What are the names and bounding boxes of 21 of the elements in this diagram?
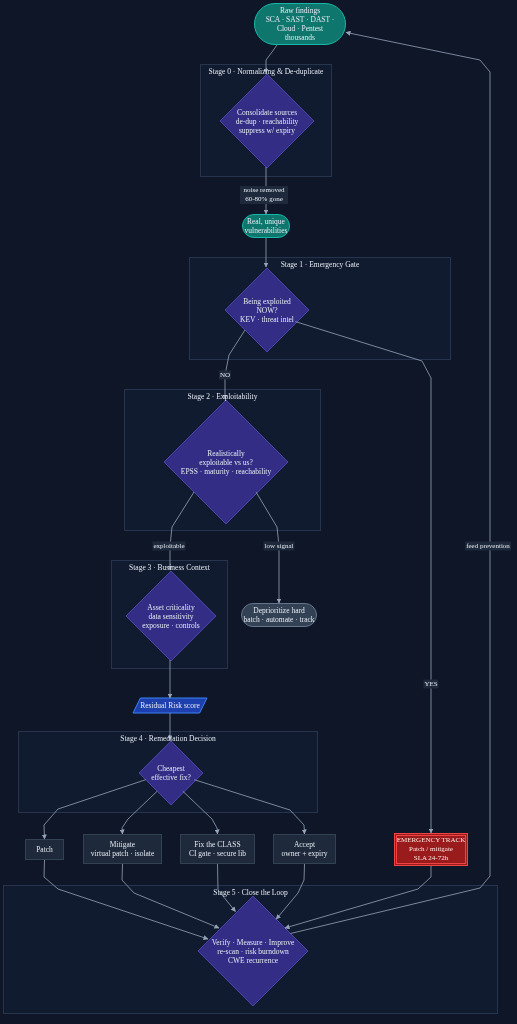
stage-group	[124, 389, 321, 531]
alert-box	[394, 833, 468, 866]
decision-diamond	[220, 74, 314, 168]
decision-diamond	[198, 896, 308, 1006]
process-box	[25, 839, 64, 860]
decision-diamond	[164, 400, 288, 524]
decision-diamond	[139, 741, 203, 805]
terminal-node	[241, 603, 317, 627]
decision-diamond	[126, 571, 216, 661]
stage-group	[111, 560, 228, 669]
terminal-node	[242, 214, 290, 238]
terminal-node	[254, 3, 346, 45]
process-box	[83, 834, 162, 864]
stage-group	[18, 731, 318, 813]
data-parallelogram	[133, 698, 207, 713]
stage-group	[3, 885, 498, 1014]
process-box	[180, 834, 255, 864]
process-box	[273, 834, 336, 864]
stage-group	[189, 257, 451, 360]
stage-group	[200, 64, 332, 177]
decision-diamond	[225, 268, 309, 352]
